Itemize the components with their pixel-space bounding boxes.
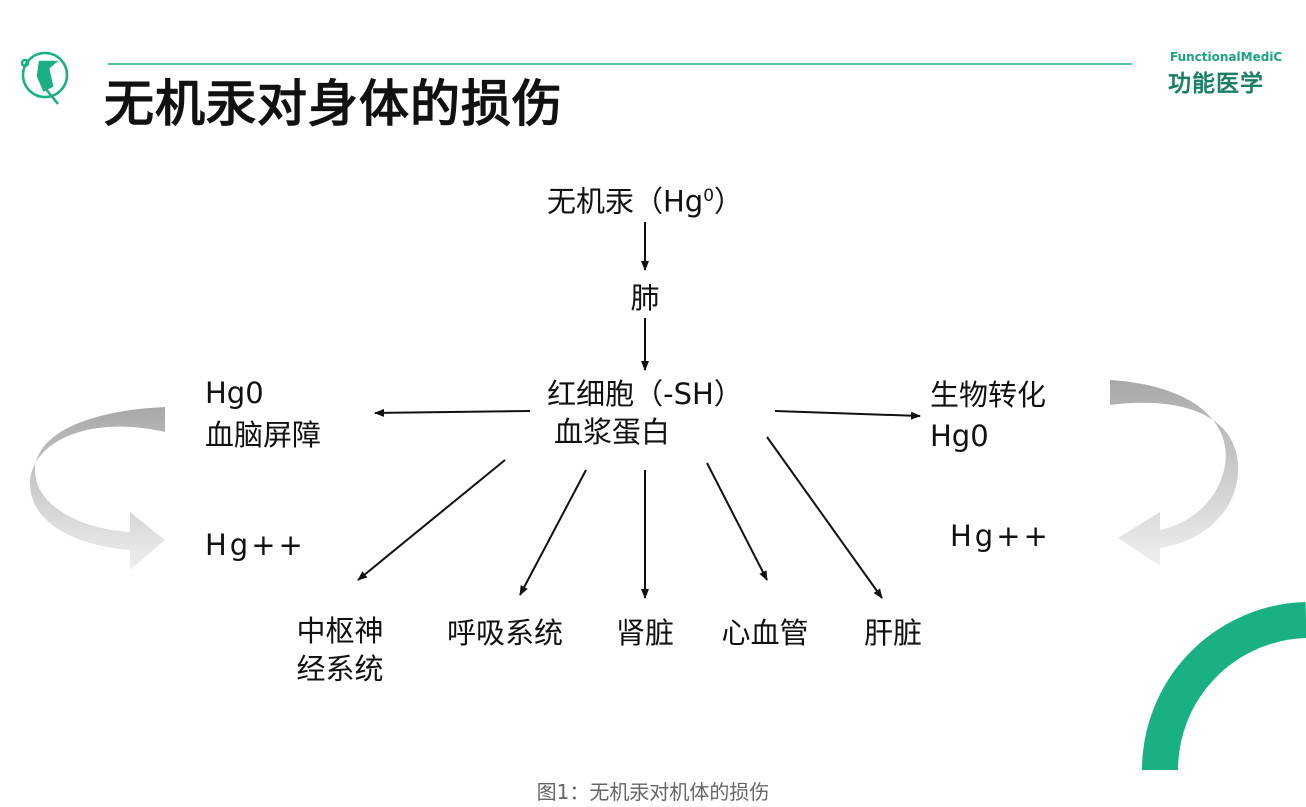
cycle-arrow-right: [1110, 380, 1239, 566]
target-respiratory: 呼吸系统: [446, 616, 564, 650]
target-cns: 中枢神 经系统: [296, 612, 383, 688]
node-blood-line1: 红细胞（-SH）: [547, 377, 743, 411]
node-lung: 肺: [630, 281, 660, 315]
logo-icon: [20, 51, 69, 105]
arrow-blood-to-right: [774, 410, 921, 420]
page-title: 无机汞对身体的损伤: [104, 75, 563, 133]
node-left-line2: 血脑屏障: [205, 418, 322, 452]
figure-caption: 图1：无机汞对机体的损伤: [536, 780, 770, 804]
node-left-line1: Hg0: [205, 376, 264, 410]
arrow-to-liver: [766, 436, 883, 599]
node-right-line2: Hg0: [930, 419, 989, 453]
node-blood-line2: 血浆蛋白: [553, 415, 671, 449]
target-cns-line1: 中枢神: [296, 614, 384, 648]
arrow-to-cardio: [706, 462, 768, 581]
brand-chinese: 功能医学: [1168, 71, 1264, 97]
target-cns-line2: 经系统: [296, 652, 384, 686]
node-text: 无机汞（Hg: [546, 184, 704, 219]
arrow-to-cns: [357, 459, 506, 581]
target-liver: 肝脏: [863, 616, 923, 650]
node-text-close: ）: [714, 184, 744, 219]
node-right-ion: Hg++: [950, 519, 1051, 553]
arrow-to-respiratory: [519, 469, 587, 596]
target-kidney: 肾脏: [615, 616, 675, 650]
brand-english: FunctionalMediC: [1170, 50, 1283, 64]
diagram-graphics: [20, 51, 1306, 770]
arrow-blood-to-left: [374, 408, 531, 417]
cycle-arrow-left: [29, 407, 165, 570]
node-left-ion: Hg++: [205, 528, 306, 562]
superscript: 0: [703, 186, 715, 206]
node-inorganic-mercury: 无机汞（Hg0）: [547, 177, 743, 221]
slide: 无机汞对身体的损伤 FunctionalMediC 功能医学 无机汞（Hg0） …: [20, 50, 1306, 770]
target-cardiovascular: 心血管: [721, 616, 809, 650]
node-right-line1: 生物转化: [930, 378, 1047, 412]
decorative-green-arc: [1142, 602, 1306, 770]
